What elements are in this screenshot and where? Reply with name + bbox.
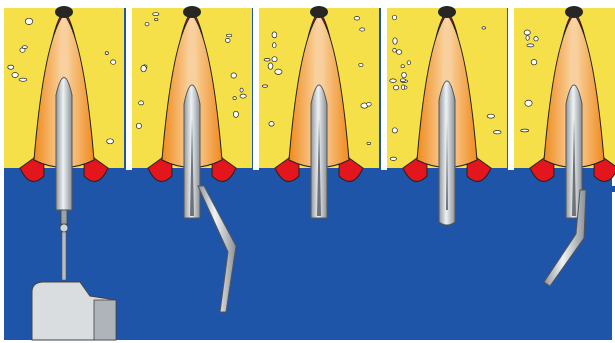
bone-speck [367, 142, 371, 144]
bone-speck [226, 34, 231, 37]
bone-speck [494, 131, 502, 134]
bone-speck [367, 102, 372, 106]
bone-speck [240, 94, 246, 98]
bone-speck [273, 43, 277, 48]
bone-speck [107, 139, 114, 144]
bone-speck [153, 13, 159, 16]
bone-speck [155, 18, 158, 20]
handpiece-head [94, 300, 116, 340]
bone-speck [19, 78, 27, 81]
bone-speck [268, 63, 273, 69]
bone-speck [407, 61, 411, 65]
bone-speck [360, 28, 365, 31]
instrument-closed-post [439, 81, 455, 225]
bone-speck [264, 59, 270, 62]
bone-speck [145, 22, 149, 26]
bone-speck [105, 52, 108, 55]
panel-divider-1 [126, 0, 132, 170]
bone-speck [225, 38, 230, 42]
root-apex [183, 6, 201, 18]
bone-speck [527, 44, 534, 47]
bone-speck [233, 97, 236, 100]
bone-speck [233, 111, 238, 117]
bone-speck [393, 38, 397, 44]
bone-speck [359, 63, 363, 66]
bone-speck [531, 60, 537, 65]
root-apex [55, 6, 73, 18]
bone-speck [22, 46, 27, 49]
bone-speck [526, 36, 529, 41]
bone-speck [111, 60, 116, 64]
bone-speck [394, 85, 399, 90]
bone-speck [393, 48, 397, 52]
panel-divider-4 [508, 0, 514, 170]
bone-speck [401, 85, 404, 90]
bone-speck [487, 114, 494, 118]
bone-speck [525, 100, 532, 106]
root-apex [565, 6, 583, 18]
drill-shank [62, 232, 66, 280]
stage-panel-3 [259, 6, 379, 218]
bone-speck [392, 15, 396, 20]
bone-speck [272, 32, 277, 38]
bone-speck [262, 85, 267, 87]
drill-collar [61, 210, 67, 224]
bone-speck [524, 30, 530, 35]
bone-speck [240, 88, 243, 92]
instrument-split-post [311, 85, 327, 218]
bone-speck [8, 65, 14, 69]
panel-divider-3 [381, 0, 387, 170]
bone-speck [136, 123, 141, 128]
panel-divider-2 [253, 0, 259, 170]
bone-speck [269, 122, 274, 127]
root-apex [310, 6, 328, 18]
bone-speck [231, 73, 236, 78]
bone-speck [25, 18, 33, 24]
bone-speck [390, 157, 396, 160]
bone-speck [275, 69, 282, 74]
bone-speck [272, 57, 277, 62]
gum-base [514, 186, 615, 192]
bone-speck [141, 65, 146, 71]
bone-speck [400, 79, 405, 82]
bone-speck [402, 72, 407, 78]
bone-speck [534, 37, 538, 41]
bone-speck [12, 73, 18, 78]
bone-speck [139, 101, 144, 105]
bone-speck [392, 128, 397, 133]
drill-joint [60, 224, 68, 232]
bone-speck [521, 129, 529, 132]
bone-speck [482, 27, 486, 29]
drill-bit [56, 78, 72, 211]
bone-speck [354, 17, 360, 21]
bone-speck [396, 50, 401, 55]
root-apex [438, 6, 456, 18]
bone-speck [390, 79, 397, 83]
bone-speck [401, 65, 404, 68]
